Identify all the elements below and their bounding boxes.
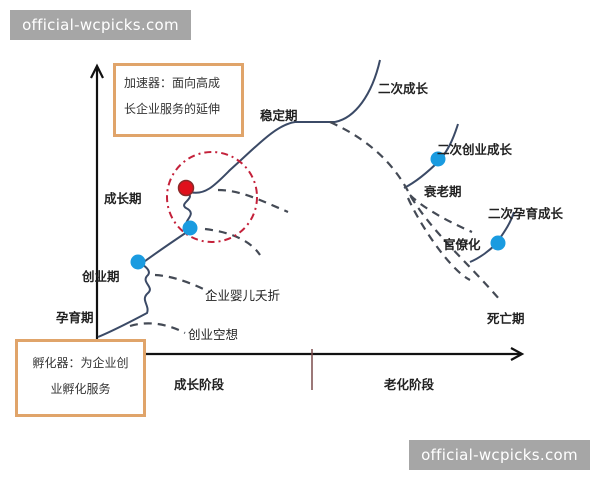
label-death: 死亡期 [487,311,525,326]
second-startup-dot [430,151,446,167]
label-second-gestation-growth: 二次孕育成长 [488,206,564,221]
accelerator-box: 加速器：面向高成 长企业服务的延伸 [113,63,244,137]
startup-dot [130,254,146,270]
incubator-line1: 孵化器：为企业创 [32,356,129,370]
label-growth-phase: 成长阶段 [174,377,225,392]
accelerator-line2: 长企业服务的延伸 [124,102,221,116]
watermark-top: official-wcpicks.com [10,10,191,40]
label-second-growth: 二次成长 [378,81,429,96]
accelerator-line1: 加速器：面向高成 [124,76,221,90]
second-gestation-dot [490,235,506,251]
label-second-startup-growth: 二次创业成长 [437,142,513,157]
label-aging-phase: 老化阶段 [384,377,435,392]
label-infant-mortality: 企业婴儿夭折 [205,288,281,303]
label-startup-fantasy: 创业空想 [188,327,239,342]
focus-circle [166,151,258,243]
label-bureaucratization: 官僚化 [443,237,481,252]
incubator-line2: 业孵化服务 [50,382,111,396]
dashed-branches [129,120,501,334]
incubator-box: 孵化器：为企业创 业孵化服务 [15,339,146,417]
growth-dot [182,220,198,236]
label-stable: 稳定期 [260,108,298,123]
label-decline: 衰老期 [424,184,462,199]
label-startup: 创业期 [82,269,120,284]
label-gestation: 孕育期 [56,310,94,325]
crisis-dot [177,179,195,197]
main-curve [97,59,515,338]
axes [90,63,525,361]
watermark-bottom: official-wcpicks.com [409,440,590,470]
label-growth: 成长期 [104,191,142,206]
